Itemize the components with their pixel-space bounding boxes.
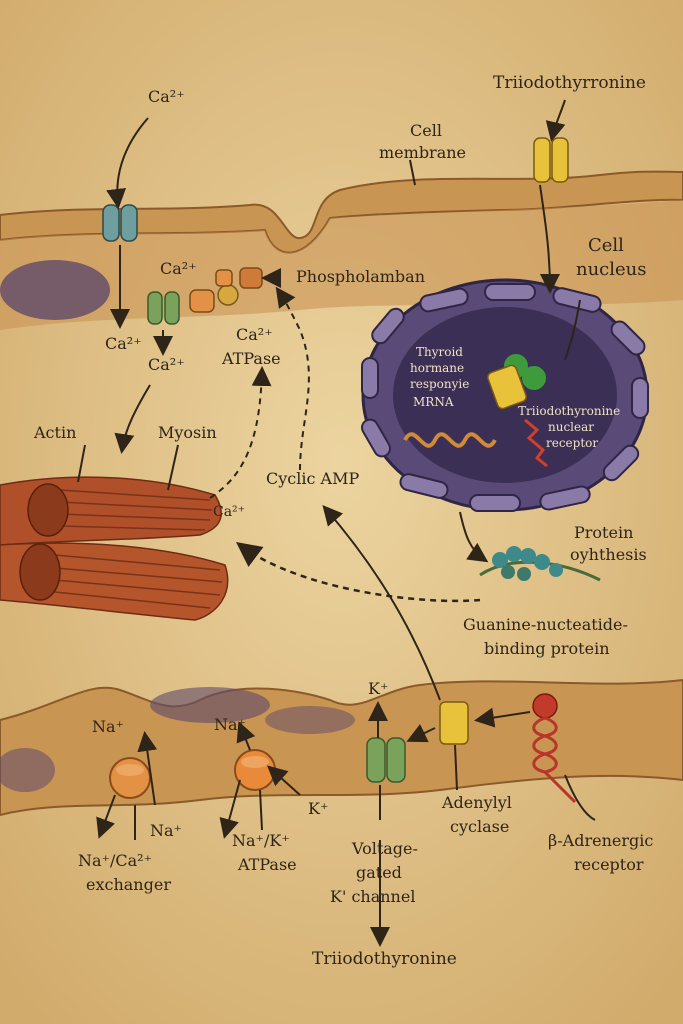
calcium-channel-sr (147, 291, 180, 325)
adenylyl-cyclase (439, 701, 469, 745)
label-ca-atpase-1: Ca²⁺ (236, 325, 273, 344)
label-phospholamban: Phospholamban (296, 267, 426, 286)
label-protein-synthesis-1: Protein (574, 523, 634, 542)
label-beta-1: β-Adrenergic (548, 831, 654, 850)
label-beta-2: receptor (574, 855, 644, 874)
label-g-protein-2: binding protein (484, 639, 610, 658)
label-thyroid-mrna-2: hormane (410, 361, 465, 375)
na-ca-exchanger (109, 757, 151, 799)
label-ca-top: Ca²⁺ (148, 87, 185, 106)
nuclear-receptor-green-2 (522, 366, 546, 390)
label-na-k-atpase-1: Na⁺/K⁺ (232, 831, 290, 850)
label-myosin: Myosin (158, 423, 217, 442)
label-na-exchanger-1: Na⁺/Ca²⁺ (78, 851, 153, 870)
label-na-k-atpase-2: ATPase (238, 855, 297, 874)
actin-fiber-lower (0, 542, 229, 621)
label-ca-lower: Ca²⁺ (148, 355, 185, 374)
label-nuclear-receptor-1: Triiodothyronine (518, 404, 621, 418)
label-k-out: K⁺ (368, 679, 389, 698)
vesicle-lower-1 (150, 687, 270, 723)
label-actin: Actin (34, 423, 77, 442)
label-thyroid-mrna-3: responyie (410, 377, 470, 391)
label-k-channel-3: K' channel (330, 887, 416, 906)
label-na-mid: Na⁺ (214, 715, 246, 734)
receptor-strand (524, 418, 548, 468)
label-cell-nucleus-1: Cell (588, 235, 624, 256)
label-cell-membrane-1: Cell (410, 121, 442, 140)
vesicle-left (0, 260, 110, 320)
arrows (77, 99, 596, 947)
calcium-channel-membrane (102, 204, 138, 242)
label-k-channel-1: Voltage- (352, 839, 418, 858)
label-ca-myo: Ca²⁺ (213, 504, 246, 520)
label-ca-upper: Ca²⁺ (160, 259, 197, 278)
upper-cell-membrane (0, 170, 683, 254)
voltage-gated-k-channel (366, 737, 406, 783)
label-cell-nucleus-2: nucleus (576, 259, 647, 280)
phospholamban-complex (189, 267, 263, 313)
label-thyroid-mrna-1: Thyroid (416, 345, 463, 359)
actin-fiber-end-upper (27, 483, 69, 537)
label-nuclear-receptor-3: receptor (546, 436, 599, 450)
label-triiodothyronine-bottom: Triiodothyronine (312, 949, 457, 969)
label-triiodothyronine-top: Triiodothyrronine (493, 73, 646, 93)
vesicle-lower-3 (0, 748, 55, 792)
label-nuclear-receptor-2: nuclear (548, 420, 595, 434)
actin-fiber-upper (0, 476, 222, 546)
label-adenylyl-1: Adenylyl (442, 793, 512, 812)
label-k-mid: K⁺ (308, 799, 329, 818)
label-cyclic-amp: Cyclic AMP (266, 469, 360, 488)
mrna-strand (403, 432, 497, 448)
label-ca-atpase-2: ATPase (222, 349, 281, 368)
label-na-left: Na⁺ (92, 717, 124, 736)
vesicle-lower-2 (265, 706, 355, 734)
label-adenylyl-2: cyclase (450, 817, 510, 836)
beta-adrenergic-receptor (532, 693, 577, 804)
label-k-channel-2: gated (356, 863, 402, 882)
nuclear-receptor-yellow (487, 364, 527, 410)
cell-nucleus (361, 278, 649, 512)
na-k-atpase (234, 749, 276, 791)
label-na-left-in: Na⁺ (150, 821, 182, 840)
label-protein-synthesis-2: oyhthesis (570, 545, 647, 564)
actin-fiber-end-lower (19, 543, 61, 601)
protein-synthesis-chain (479, 546, 601, 582)
label-ca-channel-out: Ca²⁺ (105, 334, 142, 353)
label-na-exchanger-2: exchanger (86, 875, 171, 894)
label-thyroid-mrna-4: MRNA (413, 395, 454, 409)
label-cell-membrane-2: membrane (379, 143, 467, 162)
label-g-protein-1: Guanine-nucteatide- (463, 615, 628, 634)
